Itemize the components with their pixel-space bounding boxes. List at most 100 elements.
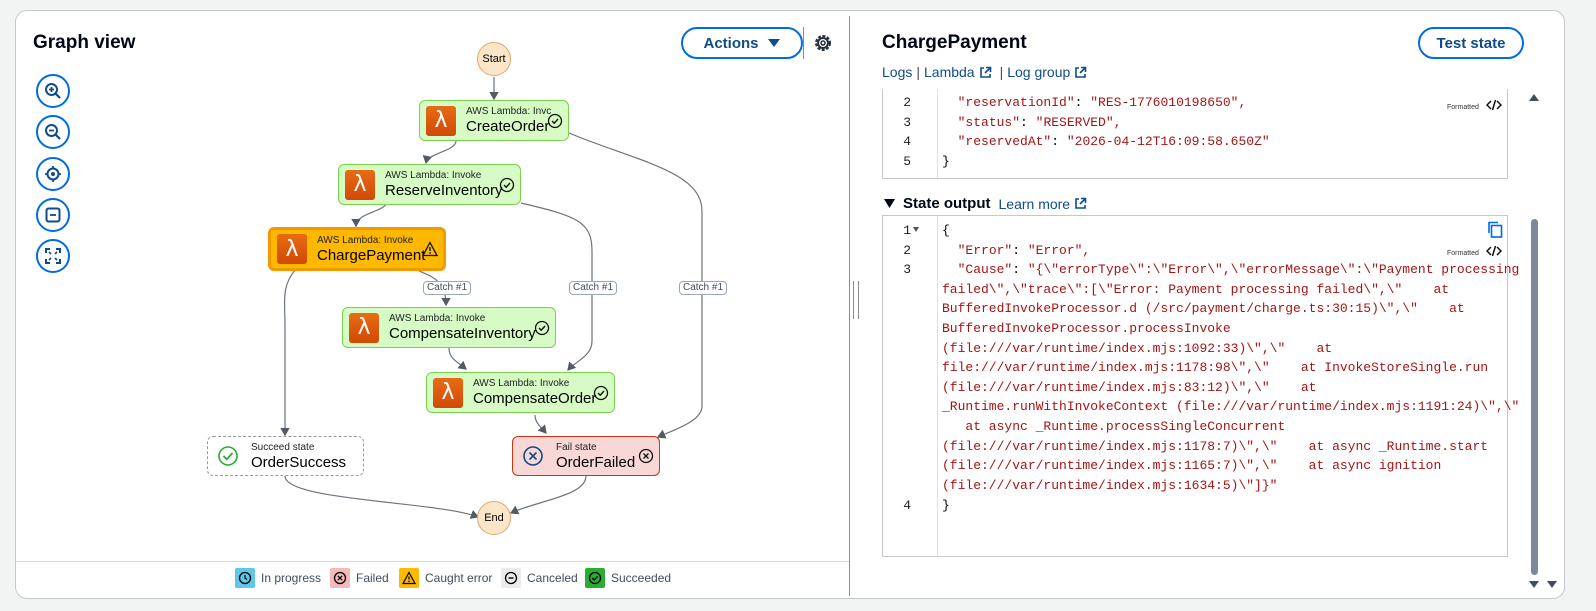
code-line-wrap: (file:///var/runtime/index.mjs:1178:7)\"… (942, 439, 1489, 454)
line-number: 3 (903, 262, 911, 277)
node-type: AWS Lambda: Invoke (473, 378, 570, 389)
json-key: "status" (957, 115, 1021, 130)
code-line: "reservedAt": "2026-04-12T16:09:58.650Z" (957, 134, 1270, 149)
code-line: "Cause": "{\"errorType\":\"Error\",\"err… (957, 262, 1520, 277)
code-line-wrap: at async _Runtime.processSingleConcurren… (942, 419, 1286, 434)
legend-label: In progress (261, 571, 322, 585)
code-line-wrap: (file:///var/runtime/index.mjs:83:12)\",… (942, 380, 1317, 395)
start-node[interactable]: Start (477, 42, 511, 76)
node-name: OrderFailed (556, 453, 636, 471)
node-name: ChargePayment (317, 246, 426, 264)
state-output-header[interactable]: State output Learn more (884, 195, 1087, 212)
scroll-up-arrow-icon[interactable] (1529, 93, 1539, 101)
line-number: 1 (903, 223, 911, 238)
outer-scroll-down-arrow-icon[interactable] (1547, 581, 1557, 589)
test-state-button[interactable]: Test state (1418, 27, 1524, 59)
line-number: 2 (903, 95, 911, 110)
learn-more-link[interactable]: Learn more (998, 195, 1071, 212)
x-circle-icon (638, 448, 654, 464)
node-type: AWS Lambda: Invc (466, 106, 552, 117)
state-input-code-view[interactable]: 2 3 4 5 "reservationId": "RES-1776010198… (882, 89, 1508, 179)
warning-icon (422, 241, 438, 257)
legend-label: Caught error (425, 571, 493, 585)
zoom-in-icon (45, 83, 61, 99)
check-circle-icon (593, 385, 609, 400)
x-circle-icon (330, 568, 350, 588)
toolbar-divider (803, 27, 804, 59)
expand-icon (45, 248, 61, 264)
json-value: "{\"errorType\":\"Error\",\"errorMessage… (1027, 262, 1520, 277)
line-number: 4 (903, 134, 911, 149)
fullscreen-button[interactable] (36, 239, 70, 273)
code-toggle-icon[interactable] (1486, 98, 1502, 112)
check-circle-icon (499, 177, 515, 192)
code-line: } (942, 498, 950, 513)
legend-label: Failed (356, 571, 389, 585)
pane-splitter[interactable] (849, 16, 850, 596)
json-key: "reservedAt" (957, 134, 1052, 149)
code-line-wrap: BufferedInvokeProcessor.processInvoke (942, 321, 1231, 336)
resize-handle[interactable] (853, 281, 859, 319)
fold-caret-icon[interactable] (913, 227, 919, 232)
scrollbar-thumb[interactable] (1531, 219, 1538, 575)
check-circle-icon (534, 320, 550, 335)
external-link-icon (1075, 66, 1087, 78)
node-type: AWS Lambda: Invoke (385, 170, 482, 181)
legend-in-progress: In progress (235, 568, 321, 588)
legend-succeeded: Succeeded (585, 568, 671, 588)
caret-down-icon (767, 39, 780, 47)
fit-to-width-button[interactable] (36, 198, 70, 232)
line-gutter (883, 216, 938, 556)
lambda-link[interactable]: Lambda (924, 64, 975, 80)
legend-caught-error: Caught error (399, 568, 492, 588)
code-line: "status": "RESERVED", (957, 115, 1122, 130)
settings-gear-icon[interactable] (812, 32, 834, 54)
legend-failed: Failed (330, 568, 389, 588)
node-name: ReserveInventory (385, 182, 503, 199)
state-output-code-view[interactable]: 1 2 3 4 { "Error": "Error", "Cause": "{\… (882, 215, 1519, 557)
step-functions-execution-panel: Graph view Actions (15, 10, 1565, 599)
check-circle-icon (547, 113, 563, 128)
link-separator: | (999, 64, 1004, 80)
copy-icon[interactable] (1487, 221, 1503, 238)
code-line-wrap: BufferedInvokeProcessor.d (/src/payment/… (942, 301, 1465, 316)
node-name: CreateOrder (466, 118, 550, 135)
lambda-icon: λ (349, 312, 379, 343)
catch-label: Catch #1 (679, 281, 728, 295)
log-group-link[interactable]: Log group (1007, 64, 1071, 80)
clock-icon (235, 568, 255, 588)
zoom-out-button[interactable] (36, 115, 70, 149)
logs-link[interactable]: Logs (882, 64, 913, 80)
scroll-down-arrow-icon[interactable] (1529, 581, 1539, 589)
fit-icon (45, 207, 61, 223)
check-circle-icon (585, 568, 605, 588)
legend-bar (16, 561, 849, 598)
line-number: 3 (903, 115, 911, 130)
json-value: "RESERVED", (1035, 115, 1122, 130)
code-toggle-icon[interactable] (1486, 244, 1502, 258)
caret-down-icon (884, 199, 895, 208)
actions-dropdown-button[interactable]: Actions (681, 27, 803, 59)
zoom-in-button[interactable] (36, 74, 70, 108)
external-link-icon (1075, 197, 1087, 209)
success-circle-icon (218, 446, 238, 466)
code-line: "Error": "Error", (957, 243, 1091, 258)
line-number: 4 (903, 498, 911, 513)
lambda-icon: λ (277, 234, 307, 264)
node-type: AWS Lambda: Invoke (389, 313, 486, 324)
crosshair-icon (45, 166, 61, 182)
json-value: "RES-1776010198650", (1090, 95, 1247, 110)
end-node[interactable]: End (477, 501, 511, 535)
graph-view-title: Graph view (33, 32, 136, 53)
center-graph-button[interactable] (36, 157, 70, 191)
node-type: Succeed state (251, 441, 315, 453)
external-link-icon (979, 66, 991, 78)
node-type: AWS Lambda: Invoke (317, 234, 414, 246)
